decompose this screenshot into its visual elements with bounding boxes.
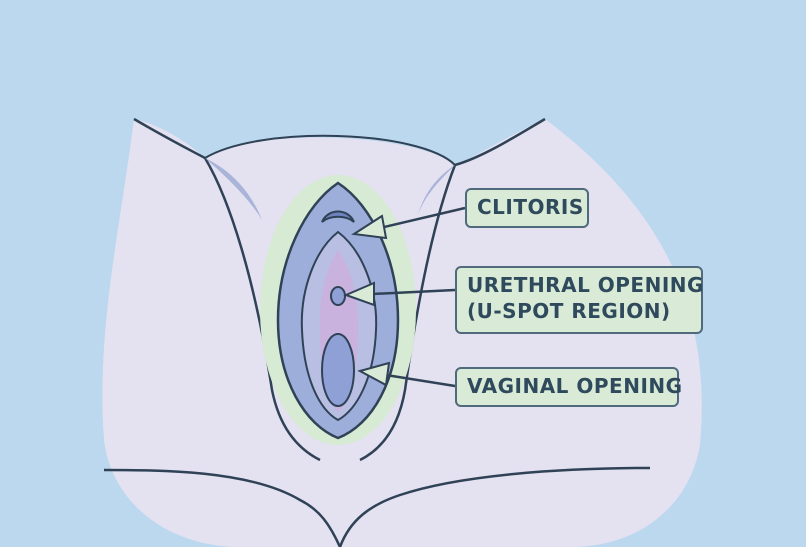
label-vaginal-text: VAGINAL OPENING [467, 374, 683, 398]
arrow-urethral [343, 281, 456, 307]
clitoral-hood [321, 210, 355, 223]
arrow-vaginal [357, 361, 456, 388]
left-leg-outline [133, 117, 321, 462]
buttocks-outline [103, 468, 342, 547]
label-clitoris-text: CLITORIS [477, 195, 584, 219]
label-vaginal-opening: VAGINAL OPENING [455, 367, 683, 407]
top-outline [204, 134, 456, 166]
right-leg-outline [359, 117, 546, 462]
buttocks-outline-right [338, 466, 651, 547]
label-urethral-line1: URETHRAL OPENING [467, 273, 704, 297]
label-urethral-opening: URETHRAL OPENING (U-SPOT REGION) [455, 266, 703, 334]
label-urethral-line2: (U-SPOT REGION) [467, 299, 671, 323]
arrow-clitoris [351, 206, 466, 240]
vaginal-opening [321, 333, 355, 407]
label-clitoris: CLITORIS [465, 188, 589, 228]
urethral-opening [330, 286, 346, 306]
